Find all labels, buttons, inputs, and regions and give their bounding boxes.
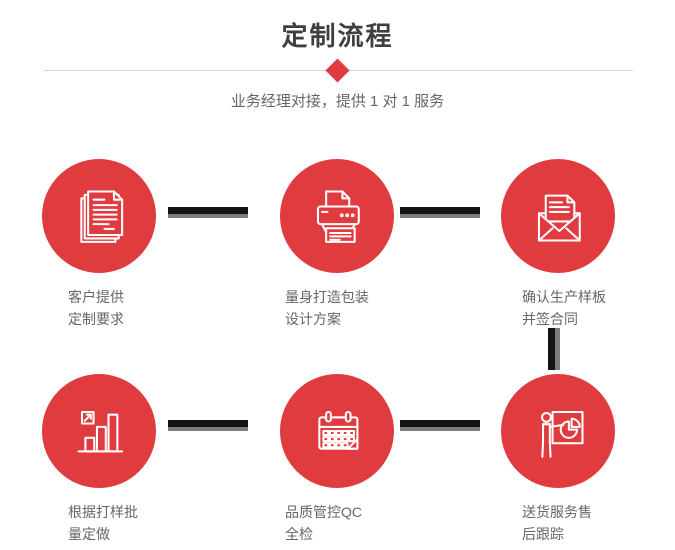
step-label-line: 送货服务售 (522, 504, 592, 520)
step-circle-2 (280, 159, 394, 273)
subtitle: 业务经理对接，提供 1 对 1 服务 (230, 93, 445, 110)
step-circle-5 (280, 374, 394, 488)
step-label-line: 量身打造包装 (285, 289, 369, 305)
step-circle-1 (42, 159, 156, 273)
step-label-4: 根据打样批 量定做 (68, 501, 138, 545)
connector-step4-step5 (168, 420, 248, 431)
step-label-line: 设计方案 (285, 311, 341, 327)
step-label-line: 确认生产样板 (522, 289, 606, 305)
documents-icon (80, 190, 124, 243)
step-label-line: 量定做 (68, 526, 110, 542)
step-label-line: 全检 (285, 526, 313, 542)
step-label-line: 根据打样批 (68, 504, 138, 520)
step-label-3: 确认生产样板 并签合同 (522, 286, 606, 330)
envelope-icon (537, 194, 581, 242)
connector-step3-step6 (548, 328, 560, 370)
step-circle-4 (42, 374, 156, 488)
step-label-5: 品质管控QC 全检 (285, 501, 362, 545)
step-label-line: 品质管控QC (285, 504, 362, 520)
connector-step2-step3 (400, 207, 480, 218)
step-label-line: 后跟踪 (522, 526, 564, 542)
printer-icon (316, 190, 360, 243)
step-label-6: 送货服务售 后跟踪 (522, 501, 592, 545)
step-label-line: 并签合同 (522, 311, 578, 327)
connector-step1-step2 (168, 207, 248, 218)
diamond-accent (325, 58, 350, 83)
step-label-1: 客户提供 定制要求 (68, 286, 124, 330)
presentation-icon (541, 410, 584, 458)
step-circle-3 (501, 159, 615, 273)
calendar-icon (318, 410, 359, 450)
step-label-2: 量身打造包装 设计方案 (285, 286, 369, 330)
step-label-line: 定制要求 (68, 311, 124, 327)
connector-step5-step6 (400, 420, 480, 431)
page-title: 定制流程 (281, 21, 394, 51)
step-circle-6 (501, 374, 615, 488)
bar-chart-icon (77, 410, 124, 453)
step-label-line: 客户提供 (68, 289, 124, 305)
